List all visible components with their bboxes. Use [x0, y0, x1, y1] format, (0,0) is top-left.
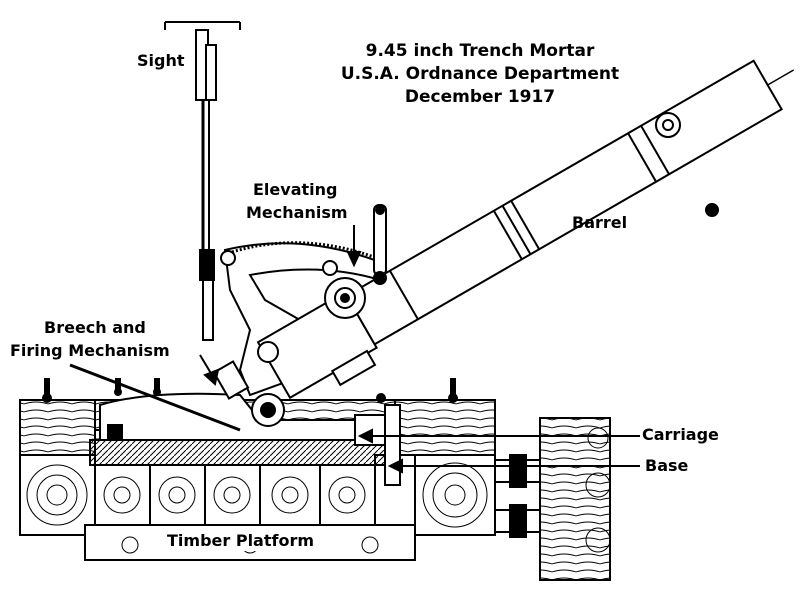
label-barrel: Barrel [572, 213, 628, 232]
platform-bolts [42, 378, 458, 403]
annotation-arrows [199, 225, 640, 474]
label-carriage: Carriage [642, 425, 719, 444]
label-breech-2: Firing Mechanism [10, 341, 170, 360]
barrel-clamp [655, 112, 719, 217]
label-breech-1: Breech and [44, 318, 146, 337]
title-line-1: 9.45 inch Trench Mortar [365, 41, 595, 61]
right-timber-column [539, 417, 611, 581]
elevating-gear [324, 204, 387, 319]
firing-mechanism [212, 341, 285, 427]
connecting-bolts [494, 454, 541, 538]
title-line-3: December 1917 [404, 87, 556, 107]
title-line-2: U.S.A. Ordnance Department [340, 64, 620, 84]
carriage [69, 363, 401, 486]
label-timber-platform: Timber Platform [165, 531, 317, 551]
label-sight: Sight [137, 51, 185, 70]
sight [164, 21, 241, 341]
end-grain-rings [26, 462, 488, 554]
label-base: Base [645, 456, 689, 475]
breech-lug [330, 349, 377, 387]
label-elevating-1: Elevating [253, 180, 338, 199]
label-elevating-2: Mechanism [246, 203, 348, 222]
